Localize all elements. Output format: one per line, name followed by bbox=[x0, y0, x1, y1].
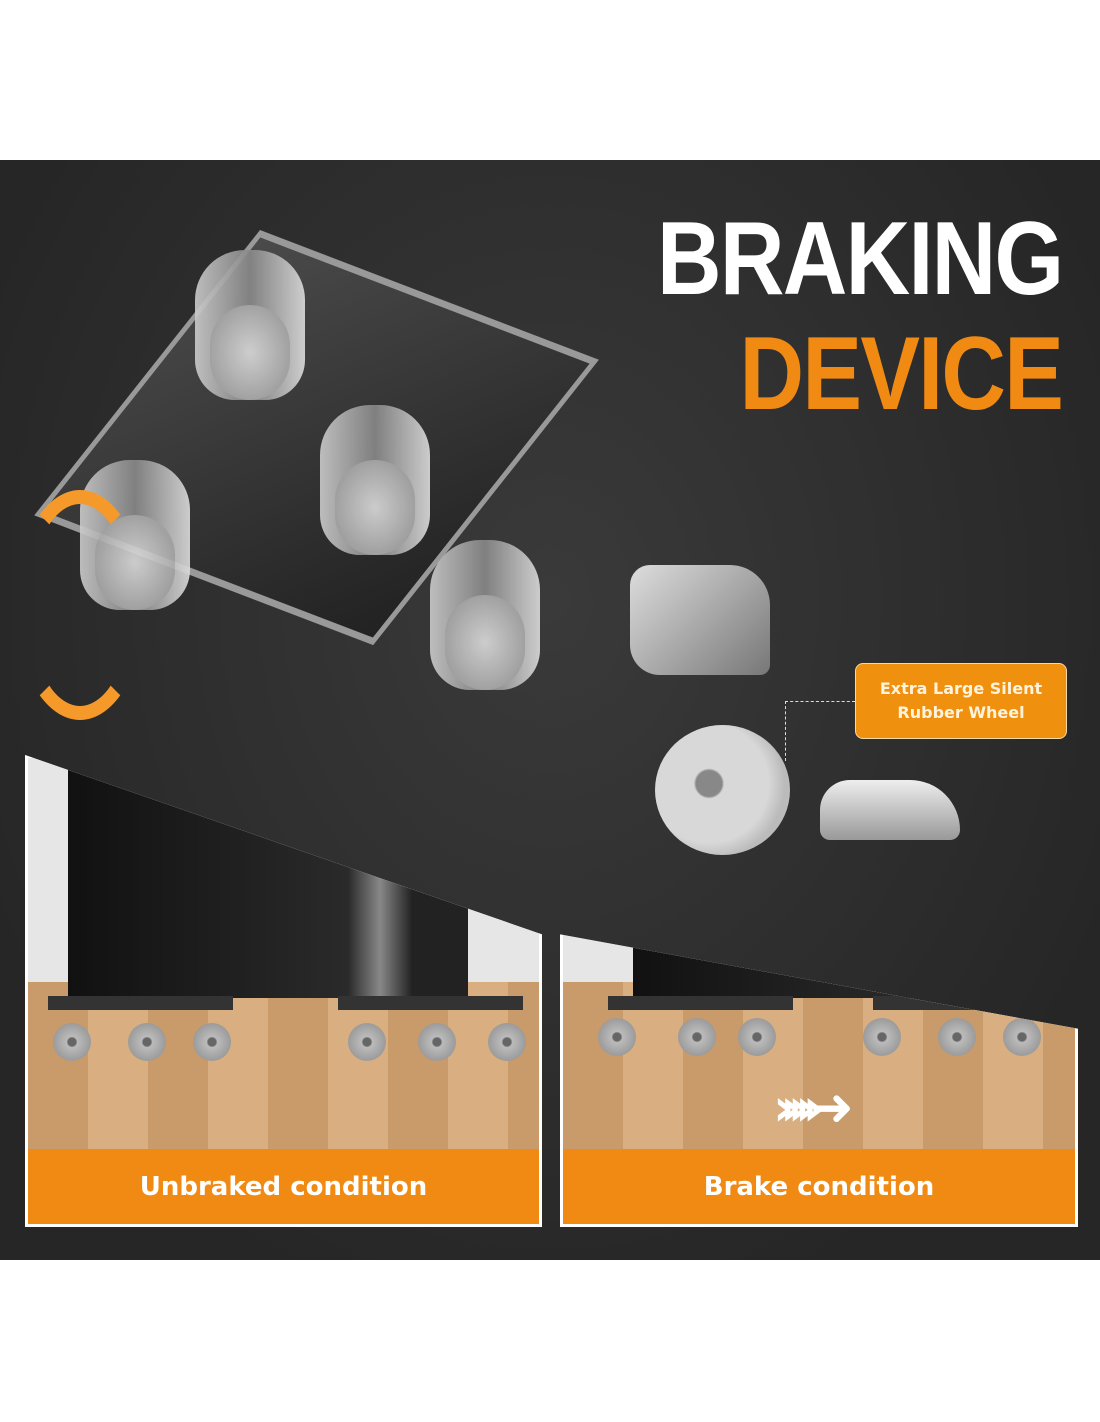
rotation-arrows-icon bbox=[15, 490, 145, 720]
wheel bbox=[863, 1018, 901, 1056]
panel-label: Unbraked condition bbox=[28, 1149, 539, 1224]
brake-pedal bbox=[820, 780, 960, 840]
dolly bbox=[608, 996, 793, 1010]
wheel bbox=[738, 1018, 776, 1056]
wheel bbox=[488, 1023, 526, 1061]
brake-panel: ›››››➜ Brake condition bbox=[560, 934, 1078, 1227]
caster-wheel bbox=[195, 250, 305, 400]
dolly bbox=[873, 996, 1058, 1010]
rubber-wheel bbox=[655, 725, 790, 855]
wheel bbox=[598, 1018, 636, 1056]
title-line-1: BRAKING bbox=[656, 201, 1064, 317]
panel-label: Brake condition bbox=[563, 1149, 1075, 1224]
caster-wheel bbox=[320, 405, 430, 555]
wheel bbox=[418, 1023, 456, 1061]
wheel bbox=[348, 1023, 386, 1061]
caster-bracket bbox=[630, 565, 770, 675]
wheel bbox=[1003, 1018, 1041, 1056]
unbraked-panel: Unbraked condition bbox=[25, 755, 542, 1227]
appliance bbox=[633, 934, 1033, 998]
wheel bbox=[128, 1023, 166, 1061]
wheel-callout: Extra Large Silent Rubber Wheel bbox=[855, 663, 1067, 739]
product-banner: BRAKING DEVICE Extra Large Silent Rubber… bbox=[0, 160, 1100, 1260]
title-line-2: DEVICE bbox=[739, 316, 1063, 432]
callout-leader-line bbox=[785, 701, 855, 761]
wheel bbox=[938, 1018, 976, 1056]
caster-wheel bbox=[430, 540, 540, 690]
wheel bbox=[678, 1018, 716, 1056]
dolly bbox=[338, 996, 523, 1010]
wheel bbox=[53, 1023, 91, 1061]
wheel bbox=[193, 1023, 231, 1061]
appliance bbox=[68, 768, 468, 998]
motion-arrow-icon: ›››››➜ bbox=[773, 1078, 854, 1138]
dolly bbox=[48, 996, 233, 1010]
